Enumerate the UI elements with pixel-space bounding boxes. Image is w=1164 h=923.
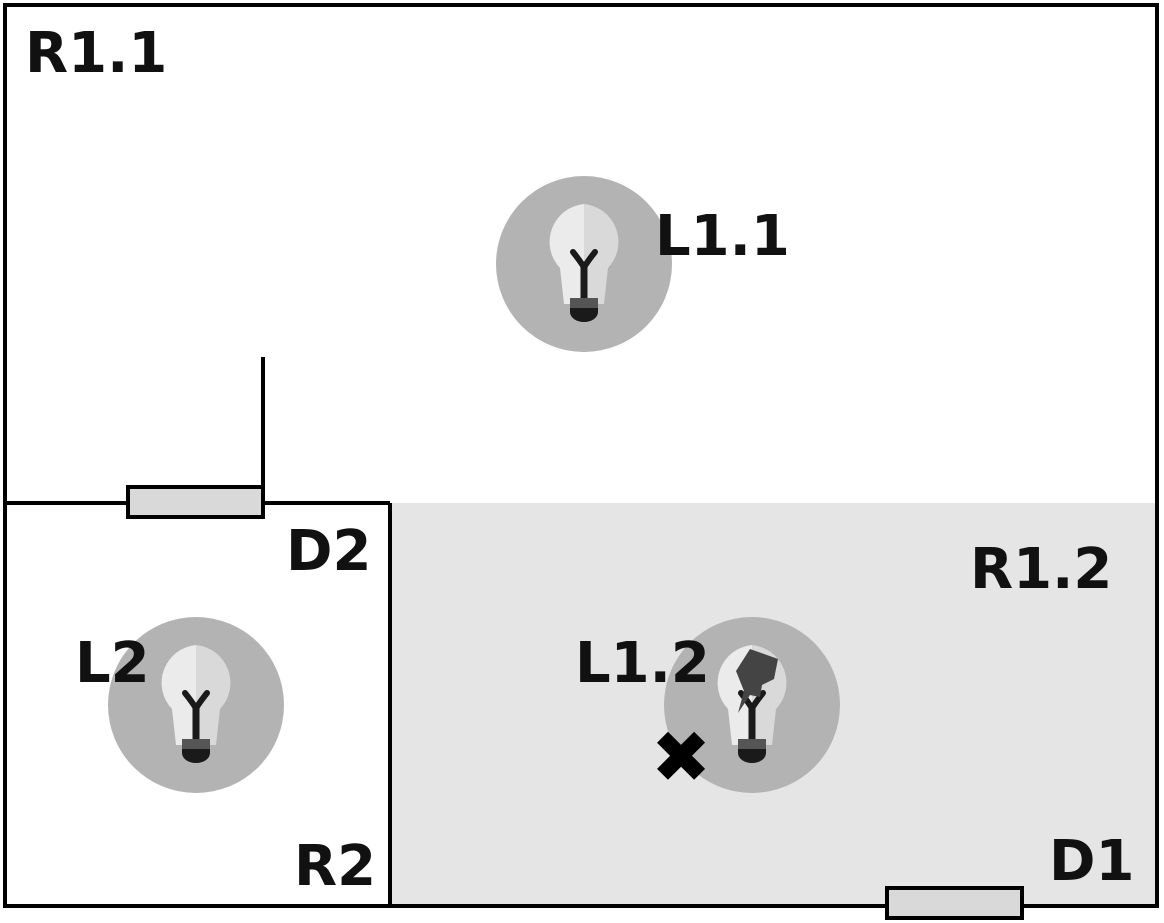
door-d1[interactable] xyxy=(885,886,1024,920)
walls xyxy=(3,3,1159,908)
door-label-d1: D1 xyxy=(1049,829,1134,894)
broken-bulb-crack-icon xyxy=(736,649,778,713)
lamp-label-l2: L2 xyxy=(75,631,150,696)
lamp-l2[interactable] xyxy=(108,617,284,793)
lamp-label-l1-1: L1.1 xyxy=(655,204,790,269)
outer-wall xyxy=(3,3,1159,908)
lamp-l1-2[interactable] xyxy=(664,617,840,793)
door-label-d2: D2 xyxy=(286,519,371,584)
room-label-r1-2: R1.2 xyxy=(970,537,1112,602)
door-d2[interactable] xyxy=(126,357,265,519)
door-d1-panel xyxy=(885,886,1024,920)
room-label-r1-1: R1.1 xyxy=(25,21,167,86)
door-d2-panel xyxy=(126,485,265,519)
room-label-r2: R2 xyxy=(294,834,376,899)
failure-x-icon: ✖ xyxy=(651,715,711,799)
lamp-label-l1-2: L1.2 xyxy=(575,631,710,696)
lamp-l1-1[interactable] xyxy=(496,176,672,352)
